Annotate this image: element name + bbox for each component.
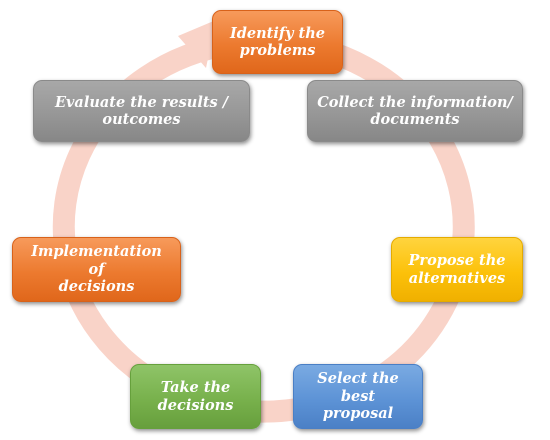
step-take-line-1: Take the bbox=[160, 379, 231, 397]
step-select-best-proposal: Select the best proposal bbox=[293, 364, 423, 429]
step-implementation-of-decisions: Implementation of decisions bbox=[12, 237, 181, 302]
step-identify-line-2: problems bbox=[239, 42, 316, 59]
step-propose-line-1: Propose the bbox=[408, 252, 506, 270]
step-collect-line-1: Collect the information/ bbox=[317, 93, 513, 111]
step-evaluate-line-2: outcomes bbox=[102, 111, 181, 128]
step-take-decisions: Take the decisions bbox=[130, 364, 261, 429]
step-identify-problems: Identify the problems bbox=[212, 10, 343, 74]
step-propose-alternatives: Propose the alternatives bbox=[391, 237, 523, 302]
step-select-line-1: Select the best bbox=[317, 370, 399, 405]
step-identify-line-1: Identify the bbox=[229, 24, 326, 42]
step-select-line-2: proposal bbox=[322, 405, 394, 423]
step-take-line-2: decisions bbox=[157, 396, 234, 414]
step-propose-line-2: alternatives bbox=[408, 269, 506, 287]
step-implement-line-2: decisions bbox=[58, 278, 135, 296]
step-collect-information: Collect the information/ documents bbox=[307, 80, 523, 142]
step-evaluate-results: Evaluate the results / outcomes bbox=[33, 80, 250, 142]
cycle-arrow-head bbox=[178, 20, 216, 68]
step-collect-line-2: documents bbox=[370, 111, 460, 128]
step-evaluate-line-1: Evaluate the results / bbox=[54, 93, 229, 111]
step-implement-line-1: Implementation of bbox=[31, 243, 162, 278]
